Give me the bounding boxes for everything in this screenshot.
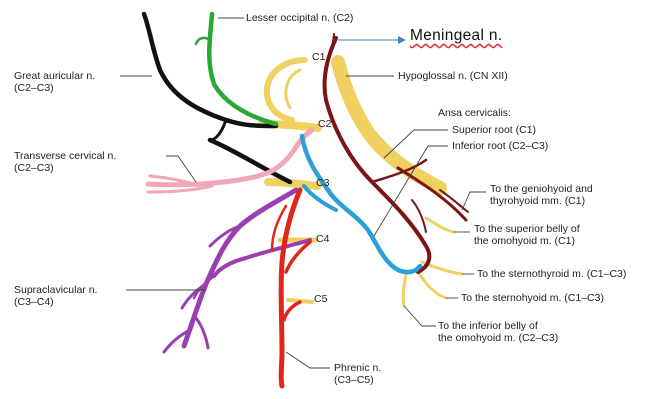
root-label-c4: C4 — [316, 233, 329, 245]
phrenic-main — [281, 190, 300, 386]
label-great-auricular-line1: Great auricular n. — [14, 70, 95, 82]
label-meningeal-text: Meningeal n. — [410, 27, 502, 44]
label-geniohyoid: To the geniohyoid and thyrohyoid mm. (C1… — [490, 183, 593, 207]
leader-phrenic — [286, 352, 330, 368]
label-transverse-cervical: Transverse cervical n. (C2–C3) — [14, 150, 116, 174]
label-transverse-cervical-line2: (C2–C3) — [14, 162, 116, 174]
lesser-occipital-nerve — [196, 14, 276, 124]
label-great-auricular: Great auricular n. (C2–C3) — [14, 70, 95, 94]
inf-belly-branch — [403, 274, 406, 306]
phrenic-c5-link — [284, 302, 300, 320]
transverse-cervical-main — [148, 130, 312, 185]
label-inferior-root: Inferior root (C2–C3) — [452, 140, 548, 152]
supraclavicular-branch-c — [196, 318, 208, 348]
sternohyoid-branch — [418, 272, 446, 298]
label-lesser-occipital: Lesser occipital n. (C2) — [246, 12, 353, 24]
label-geniohyoid-line1: To the geniohyoid and — [490, 183, 593, 195]
label-ansa-cervicalis: Ansa cervicalis: — [438, 107, 511, 119]
root-label-c2: C2 — [318, 118, 331, 130]
sup-belly-branch — [426, 218, 454, 232]
meningeal-arrow — [338, 36, 406, 44]
label-inferior-belly-line2: the omohyoid m. (C2–C3) — [438, 332, 558, 344]
label-phrenic-line1: Phrenic n. — [334, 362, 381, 374]
great-auricular-branch — [210, 120, 226, 140]
label-phrenic: Phrenic n. (C3–C5) — [334, 362, 381, 386]
label-superior-root: Superior root (C1) — [452, 124, 536, 136]
c3-root — [268, 182, 318, 186]
label-sternohyoid: To the sternohyoid m. (C1–C3) — [461, 292, 604, 304]
label-inferior-belly: To the inferior belly of the omohyoid m.… — [438, 320, 558, 344]
label-supraclavicular-line2: (C3–C4) — [14, 296, 97, 308]
ansa-inferior-root — [302, 136, 420, 272]
label-transverse-cervical-line1: Transverse cervical n. — [14, 150, 116, 162]
root-label-c5: C5 — [314, 293, 327, 305]
label-great-auricular-line2: (C2–C3) — [14, 82, 95, 94]
c1-root-inner — [286, 70, 300, 108]
label-superior-belly: To the superior belly of the omohyoid m.… — [474, 223, 580, 247]
lesser-occipital-main — [209, 14, 276, 124]
ansa-blue-c3 — [304, 186, 336, 210]
label-geniohyoid-line2: thyrohyoid mm. (C1) — [490, 195, 593, 207]
label-hypoglossal: Hypoglossal n. (CN XII) — [398, 70, 508, 82]
leader-inf-belly — [404, 306, 436, 326]
label-phrenic-line2: (C3–C5) — [334, 374, 381, 386]
label-superior-belly-line1: To the superior belly of — [474, 223, 580, 235]
label-sternothyroid: To the sternothyroid m. (C1–C3) — [477, 268, 626, 280]
ansa-blue-main — [302, 136, 420, 272]
phrenic-nerve — [272, 190, 310, 386]
root-label-c1: C1 — [312, 51, 325, 63]
label-inferior-belly-line1: To the inferior belly of — [438, 320, 558, 332]
leader-geniohyoid — [462, 192, 486, 210]
label-supraclavicular: Supraclavicular n. (C3–C4) — [14, 284, 97, 308]
root-label-c3: C3 — [316, 177, 329, 189]
meningeal-arrow-head — [398, 36, 406, 44]
label-superior-belly-line2: the omohyoid m. (C1) — [474, 235, 580, 247]
label-supraclavicular-line1: Supraclavicular n. — [14, 284, 97, 296]
label-meningeal: Meningeal n. — [410, 30, 502, 42]
